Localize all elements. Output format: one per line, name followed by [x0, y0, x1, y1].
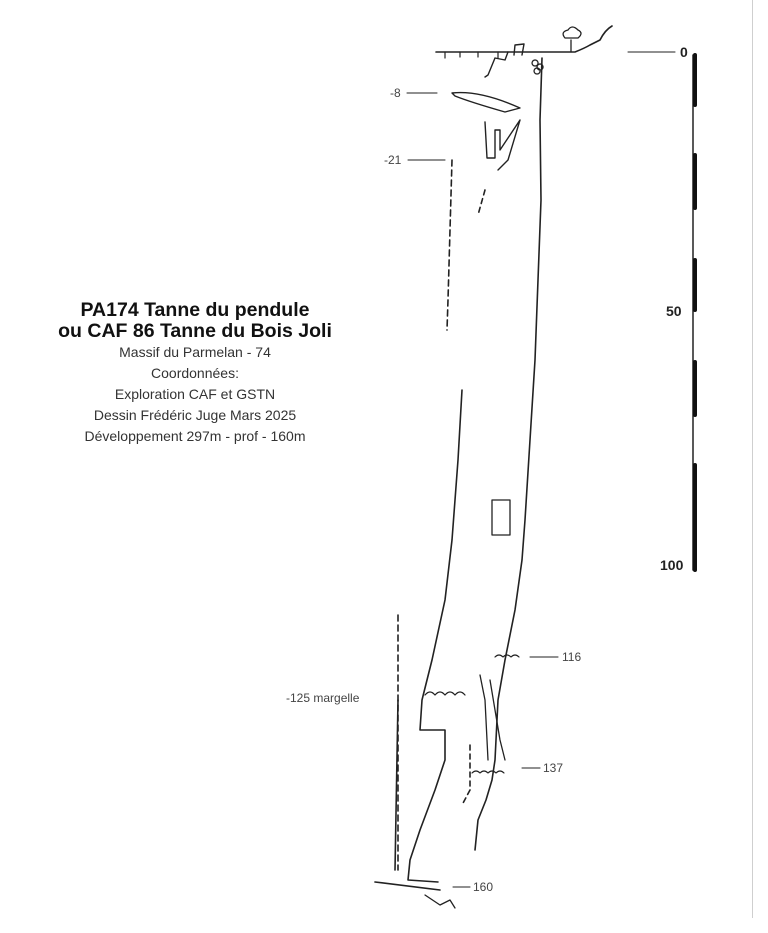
main-left-wall-dashed — [446, 159, 453, 331]
author-text: Dessin Frédéric Juge Mars 2025 — [93, 407, 297, 423]
inner-dash-lower — [461, 744, 471, 806]
rocks-137 — [471, 770, 505, 774]
main-left-wall — [407, 389, 463, 883]
development-text: Développement 297m - prof - 160m — [84, 428, 306, 444]
tree-icon — [562, 26, 582, 53]
surface-line — [435, 25, 613, 53]
title-block: PA174 Tanne du pendule ou CAF 86 Tanne d… — [20, 300, 370, 447]
surface-ticks — [444, 51, 499, 59]
depth-label-125: -125 margelle — [286, 691, 360, 705]
inner-dash — [477, 189, 486, 216]
depth-label-116: 116 — [562, 650, 582, 664]
bottom-floor — [424, 894, 456, 909]
scale-label-0: 0 — [680, 44, 688, 60]
margelle-rocks — [424, 691, 466, 696]
rocks-116 — [494, 654, 520, 658]
side-passage — [479, 674, 506, 761]
exploration-text: Exploration CAF et GSTN — [114, 386, 276, 402]
depth-label-21: -21 — [384, 153, 402, 167]
cave-title-line2: ou CAF 86 Tanne du Bois Joli — [58, 320, 332, 342]
scale-label-50: 50 — [666, 303, 682, 319]
depth-label-137: 137 — [543, 761, 564, 775]
scale-bar — [692, 53, 697, 572]
page-border — [752, 0, 753, 918]
pillar — [491, 499, 511, 536]
depth-label-8: -8 — [390, 86, 401, 100]
shaft-upper — [484, 119, 521, 171]
gallery-8 — [451, 91, 521, 113]
depth-label-160: 160 — [473, 880, 494, 894]
scale-label-100: 100 — [660, 557, 684, 573]
leader-lines — [406, 51, 676, 888]
cave-title-line1: PA174 Tanne du pendule — [80, 299, 310, 321]
coordinates-text: Coordonnées: — [151, 365, 239, 381]
main-right-wall — [474, 57, 543, 851]
upper-passage — [484, 43, 525, 78]
lower-shaft — [374, 699, 441, 891]
massif-text: Massif du Parmelan - 74 — [119, 344, 271, 360]
